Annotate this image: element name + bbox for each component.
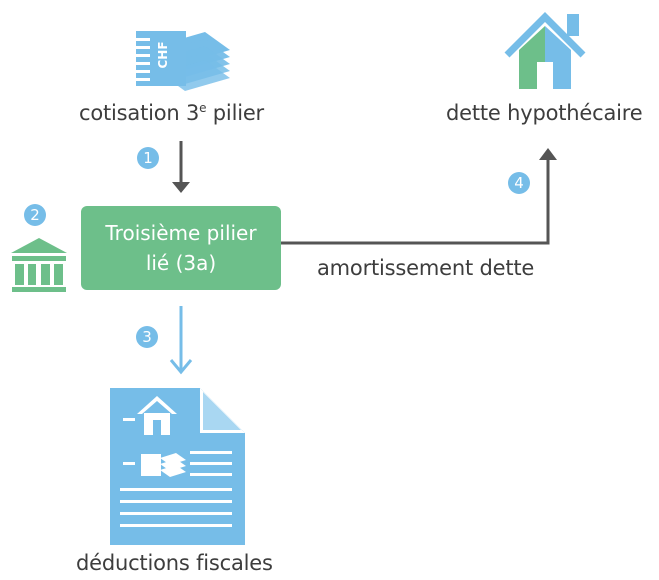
step-badge-2: 2	[24, 204, 46, 226]
tax-document-icon	[110, 388, 245, 545]
money-stack-icon	[136, 31, 230, 91]
pillar-box-line1: Troisième pilier	[105, 221, 257, 245]
arrow-pillar-to-deductions	[169, 306, 193, 375]
pillar-box-line2: lié (3a)	[145, 251, 217, 275]
arrow-pillar-to-mortgage	[281, 148, 557, 245]
mortgage-label: dette hypothécaire	[446, 101, 643, 125]
deductions-label: déductions fiscales	[76, 551, 273, 575]
house-icon	[504, 12, 586, 89]
arrow-cotisation-to-pillar	[172, 141, 190, 193]
contribution-sup: e	[199, 101, 207, 115]
amortization-label: amortissement dette	[317, 256, 535, 280]
contribution-label: cotisation 3e pilier	[79, 101, 264, 125]
step-badge-4: 4	[508, 172, 530, 194]
pillar-3a-box: Troisième pilier lié (3a)	[81, 206, 281, 290]
contribution-text: cotisation 3	[79, 101, 200, 125]
money-label: CHF	[156, 41, 170, 69]
contribution-suffix: pilier	[206, 101, 264, 125]
step-badge-3: 3	[136, 326, 158, 348]
step-badge-1: 1	[137, 147, 159, 169]
bank-icon	[11, 238, 67, 292]
